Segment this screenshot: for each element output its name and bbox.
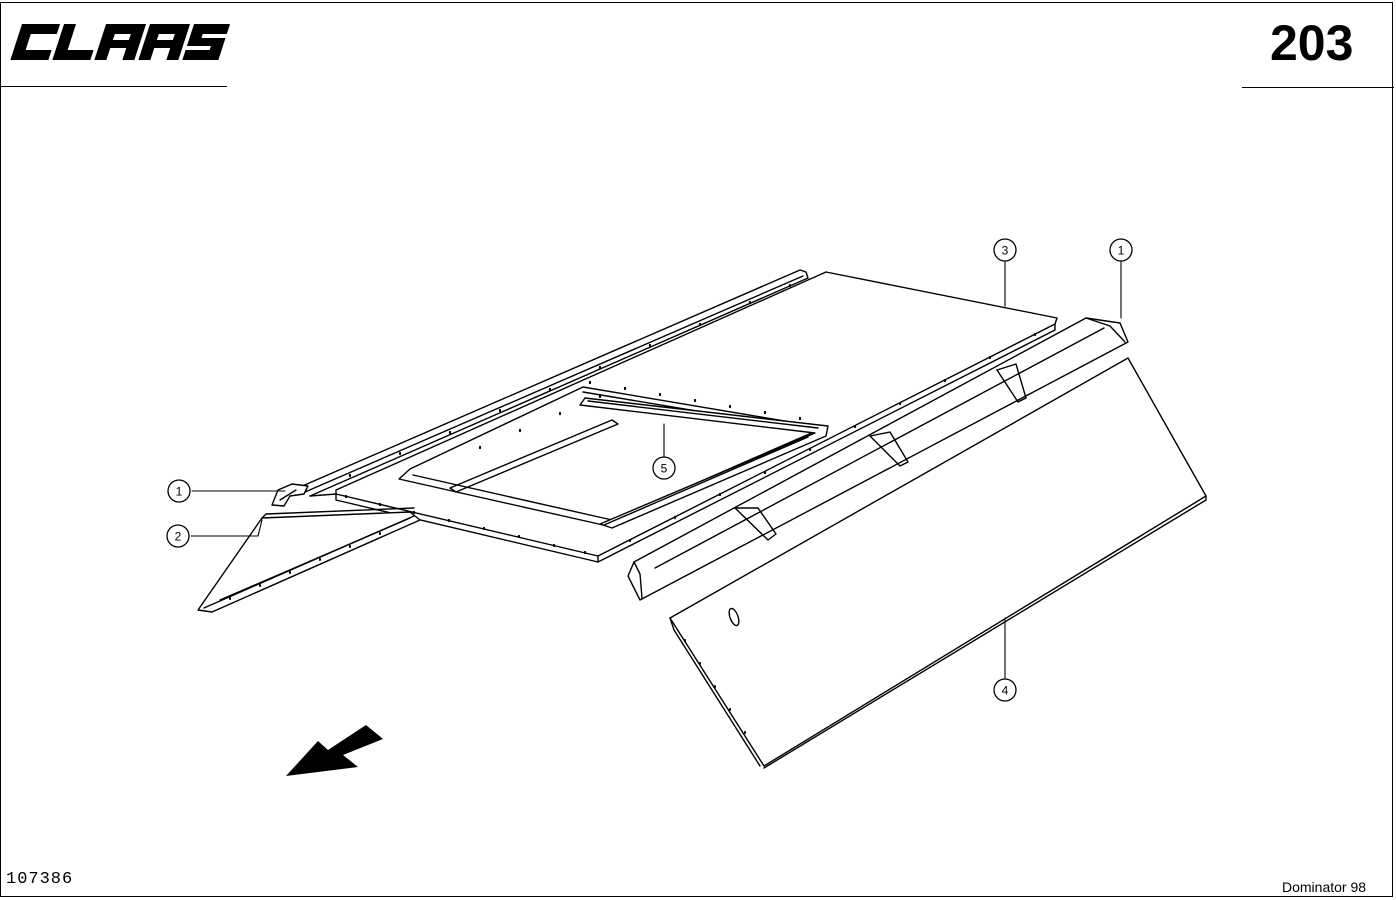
header-rule-left xyxy=(0,86,227,87)
callout-leaders xyxy=(190,261,1122,679)
curved-trim-part-1-right xyxy=(627,317,1129,601)
claas-logo xyxy=(10,24,231,60)
large-side-panel-part-4 xyxy=(669,357,1207,769)
drawing-id: 107386 xyxy=(6,870,74,889)
callout-label-1-right: 1 xyxy=(1118,244,1125,258)
callout-label-1-left: 1 xyxy=(176,485,183,499)
header-rule-right xyxy=(1242,87,1394,88)
direction-arrow-icon xyxy=(286,725,383,776)
curved-strip-part-1-left xyxy=(271,483,309,507)
callout-circle-1-left xyxy=(167,479,191,503)
callout-label-2: 2 xyxy=(175,530,182,544)
callout-label-5: 5 xyxy=(661,462,668,476)
page-number: 203 xyxy=(1270,15,1354,71)
callout-circle-2 xyxy=(166,524,190,548)
callout-label-4: 4 xyxy=(1002,684,1009,698)
callout-circle-5 xyxy=(652,456,676,480)
model-name: Dominator 98 xyxy=(1282,879,1367,895)
window-frame-part-5 xyxy=(449,397,829,529)
callout-circle-4 xyxy=(993,678,1017,702)
side-panel-part-2 xyxy=(197,507,421,613)
callout-circle-3 xyxy=(993,238,1017,262)
callout-label-3: 3 xyxy=(1002,244,1009,258)
callout-circle-1-right xyxy=(1109,238,1133,262)
